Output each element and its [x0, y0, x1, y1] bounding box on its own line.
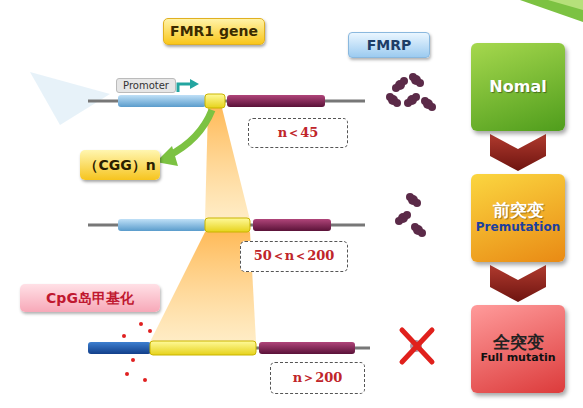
methylated-promoter [88, 342, 151, 354]
box-text: 50＜n＜200 [254, 249, 335, 264]
promoter-segment [118, 95, 206, 107]
protein-heading: FMRP [348, 32, 430, 58]
state-box: 全突变Full mutatin [471, 305, 565, 393]
state-box: Nomal [471, 43, 565, 131]
chevron-arrow [490, 265, 546, 302]
box-text: Nomal [489, 78, 546, 96]
coding-segment [227, 95, 325, 107]
repeat-box: （CGG）n [80, 150, 160, 180]
expansion-funnel [205, 108, 250, 220]
cgg-segment [150, 341, 256, 355]
coding-segment [253, 219, 331, 231]
methyl-dots [122, 322, 152, 382]
promoter-arrow-head [190, 79, 199, 89]
cgg-segment [205, 218, 250, 232]
absent-protein-mark [402, 330, 432, 362]
zoom-arrow [168, 110, 212, 156]
repeat-count-box: n＞200 [270, 362, 365, 394]
cgg-segment [205, 94, 225, 108]
part-label: Promoter [116, 78, 176, 93]
box-subtext: Premutation [476, 221, 560, 235]
box-text: n＞200 [293, 371, 343, 386]
box-text: n＜45 [278, 126, 319, 141]
promoter-arrow [178, 84, 192, 92]
corner-stripe [520, 0, 583, 22]
coding-segment [259, 342, 355, 354]
box-text: 全突变 [493, 333, 544, 353]
state-box: 前突变Premutation [471, 174, 565, 262]
gene-heading: FMR1 gene [163, 18, 265, 45]
box-text: FMRP [367, 37, 412, 53]
box-text: FMR1 gene [170, 23, 258, 39]
chevron-arrow [490, 134, 546, 171]
repeat-count-box: n＜45 [248, 118, 348, 148]
methylation-box: CpG岛甲基化 [20, 284, 160, 312]
corner-stripe [548, 0, 583, 10]
fmrp-protein [386, 73, 436, 237]
zoom-wedge [30, 72, 110, 125]
box-subtext: Full mutatin [480, 352, 555, 365]
repeat-count-box: 50＜n＜200 [240, 241, 348, 272]
box-text: 前突变 [493, 201, 544, 221]
promoter-segment [118, 219, 206, 231]
box-text: （CGG）n [84, 157, 155, 173]
box-text: CpG岛甲基化 [46, 290, 134, 306]
